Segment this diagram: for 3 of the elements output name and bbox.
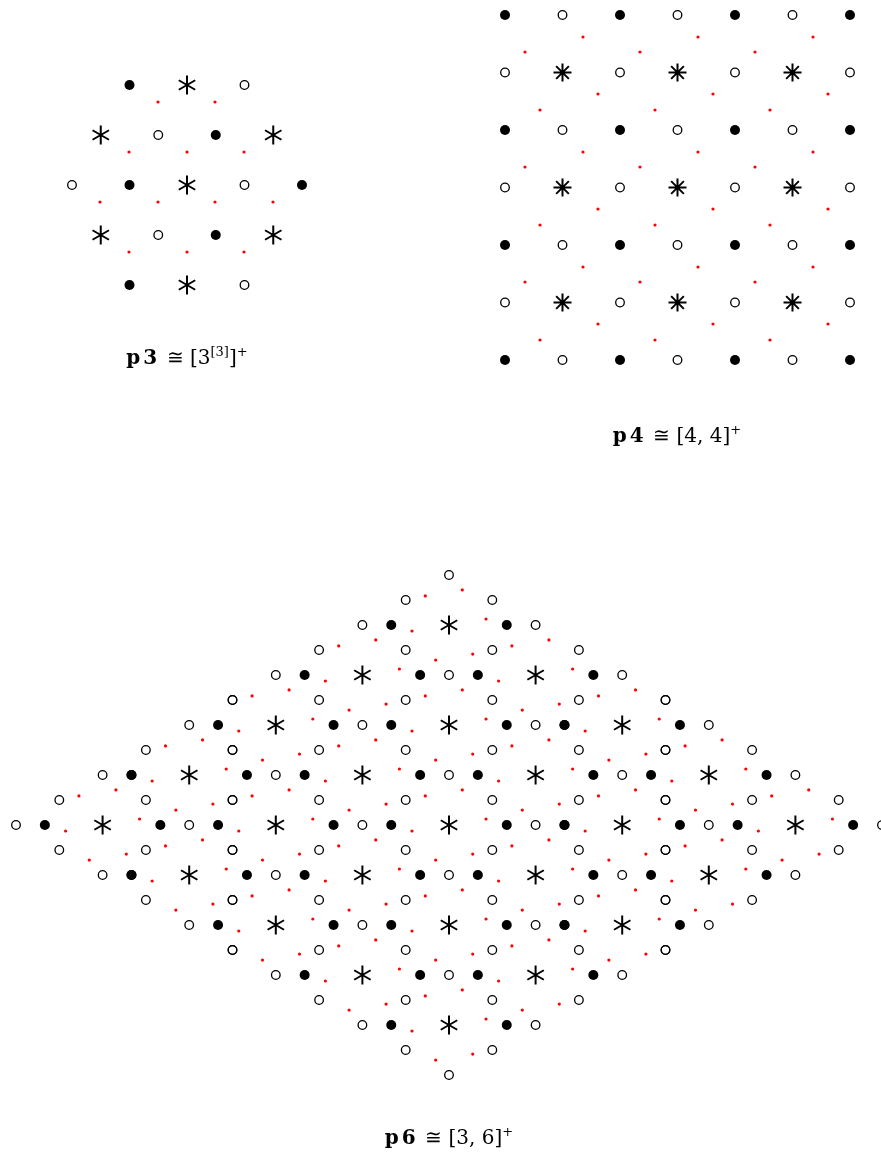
pattern-caption: p4 ≅ [4, 4]$^{+}$ xyxy=(612,423,742,447)
pattern-caption: p6 ≅ [3, 6]$^{+}$ xyxy=(384,1125,514,1149)
pattern-caption: p3 ≅ [3$^{[3]}$]$^{+}$ xyxy=(126,345,248,369)
